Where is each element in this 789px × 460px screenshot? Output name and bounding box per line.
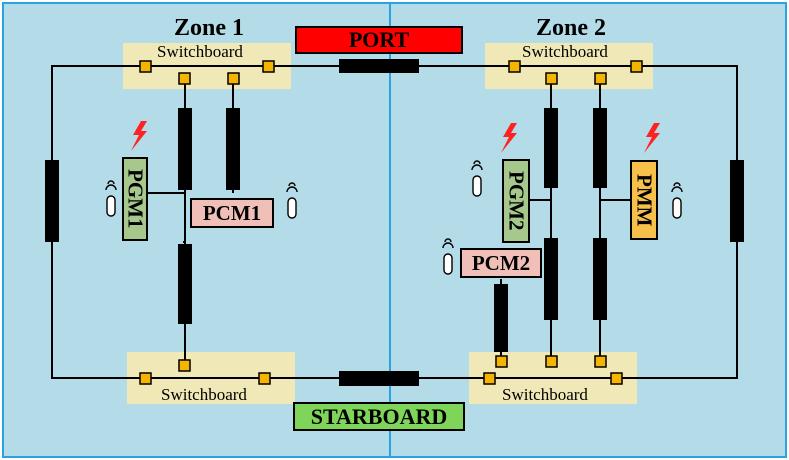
node [178, 72, 191, 85]
cable-segment [544, 238, 558, 320]
starboard-bus-label: STARBOARD [293, 402, 465, 431]
switchboard-label-zone2-top: Switchboard [522, 42, 608, 61]
switchboard-label-zone2-bottom: Switchboard [502, 385, 588, 404]
node [178, 359, 191, 372]
pgm2-module: PGM2 [502, 159, 530, 243]
antenna-icon [471, 160, 483, 197]
cable-segments [45, 59, 744, 386]
node [630, 60, 643, 73]
connection-nodes [139, 60, 643, 385]
cable-segment [339, 59, 419, 73]
pcm2-module: PCM2 [460, 248, 542, 278]
antenna-icon [105, 180, 117, 217]
zone2-title: Zone 2 [536, 15, 607, 41]
switchboard-label-zone1-bottom: Switchboard [161, 385, 247, 404]
node [483, 372, 496, 385]
lightning-icon [644, 123, 660, 153]
cable-segment [544, 108, 558, 188]
node [610, 372, 623, 385]
node [545, 72, 558, 85]
cable-segment [178, 244, 192, 324]
node [495, 355, 508, 368]
cable-segment [339, 371, 419, 386]
pcm1-module: PCM1 [190, 198, 274, 228]
node [262, 60, 275, 73]
pmm-module: PMM [630, 160, 658, 240]
pgm1-module: PGM1 [122, 157, 148, 241]
lightning-icon [501, 123, 517, 153]
node [594, 72, 607, 85]
antenna-icon [286, 182, 298, 219]
node [227, 72, 240, 85]
node [258, 372, 271, 385]
antenna-icon [671, 182, 683, 219]
switchboard-label-zone1-top: Switchboard [157, 42, 243, 61]
node [545, 355, 558, 368]
port-bus-label: PORT [295, 26, 463, 54]
node [139, 60, 152, 73]
cable-segment [178, 108, 192, 190]
cable-segment [45, 160, 59, 242]
antenna-icon [442, 238, 454, 275]
node [139, 372, 152, 385]
node [594, 355, 607, 368]
cable-segment [593, 108, 607, 188]
zone1-title: Zone 1 [174, 15, 245, 41]
cable-segment [593, 238, 607, 320]
lightning-icon [131, 121, 147, 151]
cable-segment [730, 160, 744, 242]
cable-segment [494, 284, 508, 352]
cable-segment [226, 108, 240, 190]
node [508, 60, 521, 73]
